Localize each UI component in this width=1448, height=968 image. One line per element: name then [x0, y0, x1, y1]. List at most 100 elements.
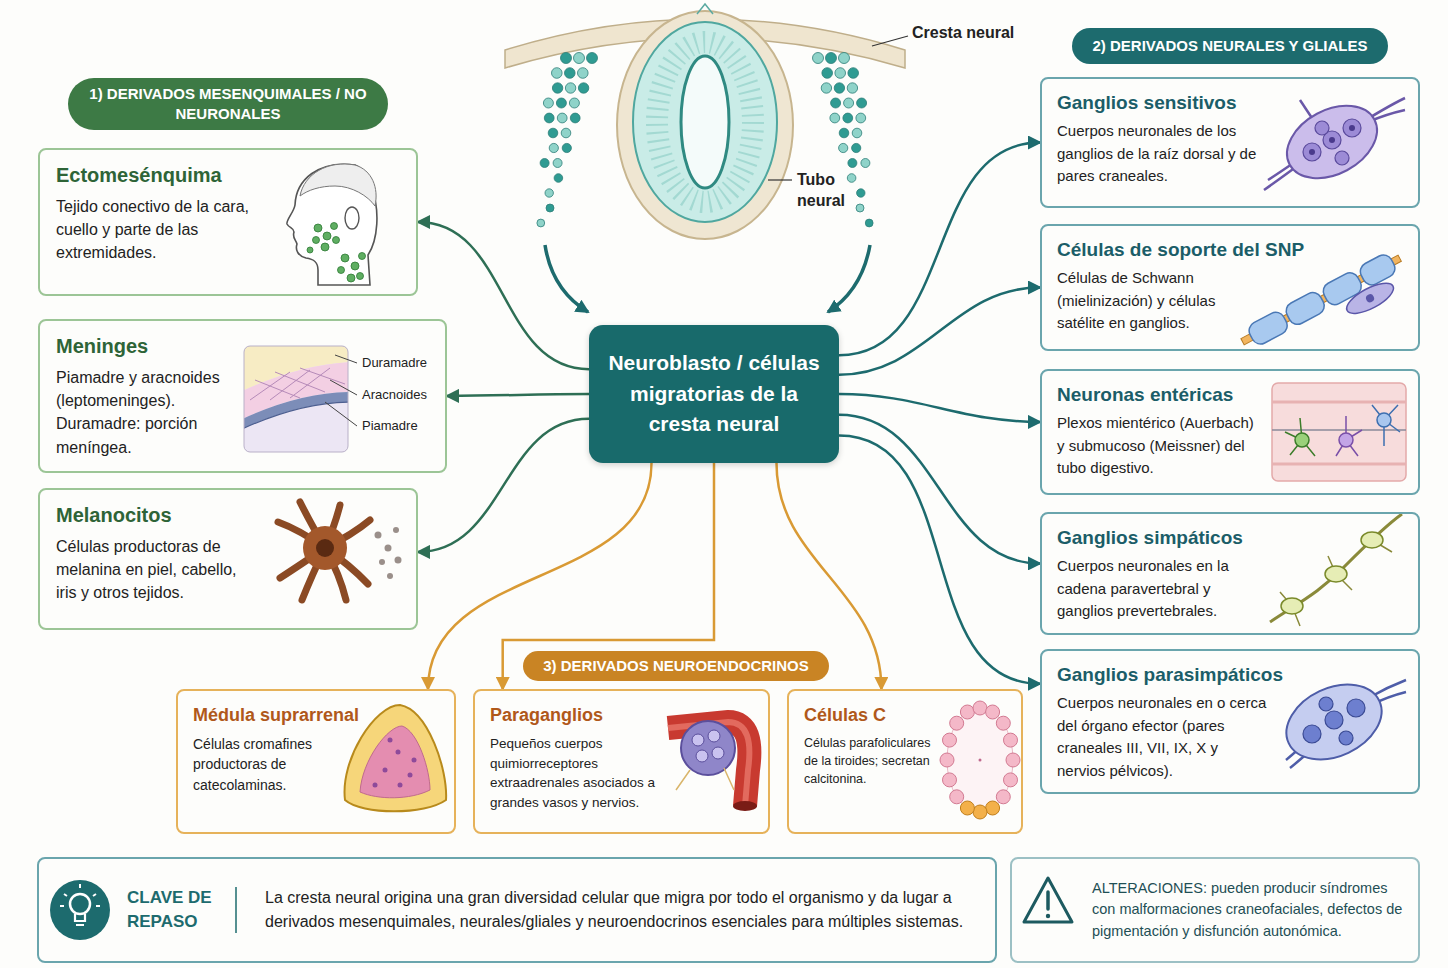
- neural-crest-cells: [844, 98, 854, 108]
- adrenal-illustration: [373, 738, 417, 788]
- thyroid-follicle-illustration: [950, 790, 964, 804]
- neural-tube-illustration: [617, 11, 793, 239]
- thyroid-follicle-illustration: [960, 801, 974, 815]
- neural-tube-illustration: [681, 56, 729, 188]
- sensory-ganglion-illustration: [1275, 91, 1390, 193]
- neural-crest-cells: [852, 143, 861, 152]
- neural-crest-cells: [839, 128, 849, 138]
- enteric-neurons-illustration: [1272, 383, 1406, 481]
- parasympathetic-ganglion-illustration: [1303, 725, 1321, 743]
- divider: [235, 887, 237, 933]
- neural-tube-illustration: [633, 22, 777, 222]
- node-heading: Ganglios parasimpáticos: [1057, 664, 1377, 686]
- parasympathetic-ganglion-illustration: [1303, 697, 1365, 745]
- derivative-card: Médula suprarrenalCélulas cromafines pro…: [176, 689, 456, 834]
- connector-arrow: [447, 394, 589, 396]
- sensory-ganglion-illustration: [1343, 119, 1361, 137]
- paraganglion-illustration: [668, 722, 749, 806]
- adrenal-illustration: [388, 738, 393, 743]
- thyroid-follicle-illustration: [986, 801, 1000, 815]
- sensory-ganglion-illustration: [1329, 137, 1335, 143]
- melanocyte-illustration: [375, 532, 382, 539]
- adrenal-illustration: [383, 768, 388, 773]
- neural-crest-cells: [835, 68, 846, 79]
- section-pill: 3) DERIVADOS NEUROENDOCRINOS: [523, 651, 829, 681]
- neural-crest-cells: [562, 143, 571, 152]
- head-profile-illustration: [323, 232, 331, 240]
- neural-crest-cells: [856, 204, 864, 212]
- enteric-neurons-illustration: [1272, 401, 1406, 404]
- head-profile-illustration: [345, 207, 359, 229]
- part-label: Aracnoides: [362, 387, 427, 402]
- node-body: Células parafoliculares de la tiroides; …: [804, 734, 946, 788]
- head-profile-illustration: [347, 274, 355, 282]
- sympathetic-chain-illustration: [1361, 532, 1383, 548]
- thyroid-follicle-illustration: [973, 805, 987, 819]
- meninges-illustration: [244, 362, 348, 420]
- connector-arrow: [418, 419, 589, 552]
- node-heading: Meninges: [56, 335, 356, 358]
- neural-tube-illustration: [872, 36, 908, 46]
- node-heading: CLAVE DE REPASO: [127, 886, 232, 934]
- meninges-illustration: [244, 392, 348, 430]
- neural-crest-cells: [569, 98, 579, 108]
- neural-crest-cells: [852, 128, 862, 138]
- neural-crest-cells: [561, 128, 571, 138]
- thyroid-follicle-illustration: [1006, 753, 1020, 767]
- parasympathetic-ganglion-illustration: [1347, 699, 1365, 717]
- enteric-neurons-illustration: [1336, 416, 1362, 456]
- parasympathetic-ganglion-illustration: [1339, 731, 1353, 745]
- neural-crest-cells: [843, 113, 853, 123]
- neural-crest-cells: [847, 174, 856, 183]
- node-text: 2) DERIVADOS NEURALES Y GLIALES: [1092, 36, 1367, 56]
- neural-crest-cells: [856, 113, 866, 123]
- sensory-ganglion-illustration: [1309, 125, 1355, 155]
- adrenal-illustration: [345, 705, 447, 811]
- node-text: 3) DERIVADOS NEUROENDOCRINOS: [543, 656, 809, 676]
- parasympathetic-ganglion-illustration: [1274, 670, 1393, 774]
- paraganglion-illustration: [708, 730, 720, 742]
- warning-icon: [1046, 914, 1050, 918]
- sympathetic-chain-illustration: [1280, 540, 1392, 626]
- node-body: Cuerpos neuronales en o cerca del órgano…: [1057, 692, 1269, 782]
- node-heading: Ganglios simpáticos: [1057, 527, 1377, 549]
- thyroid-follicle-illustration: [973, 701, 987, 715]
- meninges-illustration: [335, 355, 357, 363]
- sympathetic-chain-illustration: [1281, 598, 1303, 614]
- central-node: Neuroblasto / células migratorias de la …: [589, 325, 839, 463]
- enteric-neurons-illustration: [1272, 383, 1406, 481]
- thyroid-follicle-illustration: [996, 790, 1010, 804]
- sensory-ganglion-illustration: [1309, 149, 1315, 155]
- neural-crest-cells: [545, 189, 553, 197]
- derivative-card: Células CCélulas parafoliculares de la t…: [787, 689, 1023, 834]
- derivative-card: MelanocitosCélulas productoras de melani…: [38, 488, 418, 630]
- neural-crest-cells: [548, 128, 558, 138]
- neural-crest-cells: [834, 83, 844, 93]
- neural-crest-cells: [826, 53, 837, 64]
- enteric-neurons-illustration: [1339, 433, 1353, 447]
- thyroid-follicle-illustration: [960, 705, 974, 719]
- thyroid-follicle-illustration: [943, 733, 957, 747]
- enteric-neurons-illustration: [1295, 433, 1309, 447]
- neural-crest-cells: [578, 83, 588, 93]
- meninges-illustration: [244, 346, 348, 452]
- thyroid-follicle-illustration: [947, 708, 1013, 812]
- schwann-cell-illustration: [1365, 293, 1376, 304]
- schwann-cell-illustration: [1283, 289, 1327, 327]
- neural-crest-cells: [543, 98, 553, 108]
- sensory-ganglion-illustration: [1303, 143, 1321, 161]
- sensory-ganglion-illustration: [1335, 151, 1349, 165]
- sensory-ganglion-illustration: [1264, 91, 1405, 193]
- enteric-neurons-illustration: [1272, 429, 1406, 431]
- parasympathetic-ganglion-illustration: [1319, 697, 1333, 711]
- schwann-cell-illustration: [1357, 252, 1398, 288]
- neural-crest-cells: [565, 83, 575, 93]
- connector-arrow: [839, 435, 1040, 683]
- neural-crest-cells: [857, 189, 865, 197]
- node-body: Células cromafines productoras de cateco…: [193, 734, 331, 795]
- neural-crest-cells: [549, 143, 558, 152]
- connector-arrow: [839, 415, 1040, 564]
- node-heading: Médula suprarrenal: [193, 705, 443, 726]
- adrenal-illustration: [412, 758, 417, 763]
- thyroid-follicle-illustration: [1004, 733, 1018, 747]
